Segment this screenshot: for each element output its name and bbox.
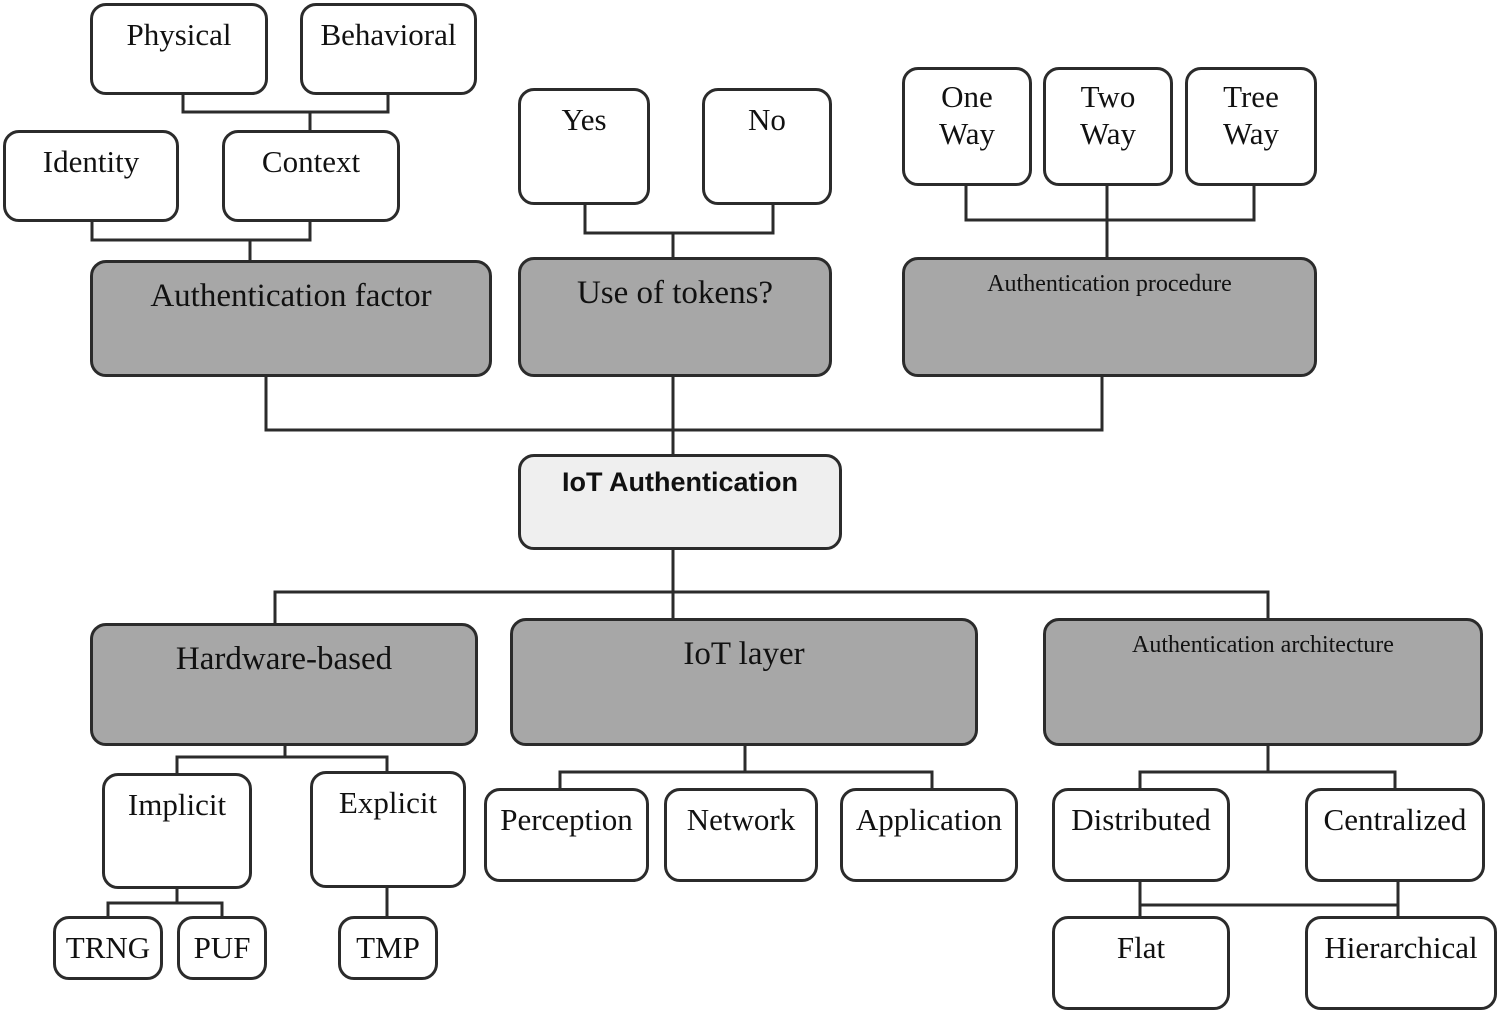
perception-label: Perception <box>500 802 633 837</box>
hardware-based-label: Hardware-based <box>175 641 393 677</box>
iot-layer-node: IoT layer <box>510 618 978 746</box>
no-node: No <box>702 88 832 205</box>
behavioral-label: Behavioral <box>320 17 457 52</box>
use-of-tokens-label: Use of tokens? <box>576 275 774 311</box>
yes-label: Yes <box>561 102 607 137</box>
two-way-line2: Way <box>1079 116 1137 152</box>
context-node: Context <box>222 130 400 222</box>
one-way-line1: One <box>941 79 993 114</box>
authentication-architecture-node: Authentication architecture <box>1043 618 1483 746</box>
hardware-based-node: Hardware-based <box>90 623 478 746</box>
iot-authentication-label: IoT Authentication <box>562 467 798 497</box>
explicit-node: Explicit <box>310 771 466 888</box>
distributed-node: Distributed <box>1052 788 1230 882</box>
tree-way-line1: Tree <box>1223 79 1279 114</box>
yes-node: Yes <box>518 88 650 205</box>
authentication-factor-label: Authentication factor <box>150 278 432 314</box>
two-way-line1: Two <box>1080 79 1136 114</box>
iot-authentication-root: IoT Authentication <box>518 454 842 550</box>
physical-node: Physical <box>90 3 268 95</box>
perception-node: Perception <box>484 788 649 882</box>
application-label: Application <box>855 802 1003 837</box>
explicit-label: Explicit <box>338 785 438 820</box>
context-label: Context <box>261 144 361 179</box>
application-node: Application <box>840 788 1018 882</box>
identity-node: Identity <box>3 130 179 222</box>
distributed-label: Distributed <box>1071 802 1211 837</box>
implicit-label: Implicit <box>127 787 227 822</box>
tmp-node: TMP <box>338 916 438 980</box>
trng-label: TRNG <box>65 930 151 965</box>
physical-label: Physical <box>126 17 232 52</box>
network-node: Network <box>664 788 818 882</box>
tmp-label: TMP <box>356 930 420 965</box>
centralized-node: Centralized <box>1305 788 1485 882</box>
puf-label: PUF <box>193 930 251 965</box>
hierarchical-label: Hierarchical <box>1324 930 1478 965</box>
authentication-factor-node: Authentication factor <box>90 260 492 377</box>
no-label: No <box>748 102 786 137</box>
behavioral-node: Behavioral <box>300 3 477 95</box>
one-way-line2: Way <box>938 116 996 152</box>
centralized-label: Centralized <box>1323 802 1467 837</box>
flat-label: Flat <box>1116 930 1166 965</box>
hierarchical-node: Hierarchical <box>1305 916 1497 1010</box>
use-of-tokens-node: Use of tokens? <box>518 257 832 377</box>
network-label: Network <box>686 802 796 837</box>
authentication-procedure-label: Authentication procedure <box>987 271 1232 297</box>
iot-layer-label: IoT layer <box>683 636 805 672</box>
tree-way-line2: Way <box>1222 116 1280 152</box>
authentication-architecture-label: Authentication architecture <box>1132 632 1394 658</box>
flat-node: Flat <box>1052 916 1230 1010</box>
implicit-node: Implicit <box>102 773 252 889</box>
identity-label: Identity <box>42 144 140 179</box>
authentication-procedure-node: Authentication procedure <box>902 257 1317 377</box>
trng-node: TRNG <box>53 916 163 980</box>
puf-node: PUF <box>177 916 267 980</box>
